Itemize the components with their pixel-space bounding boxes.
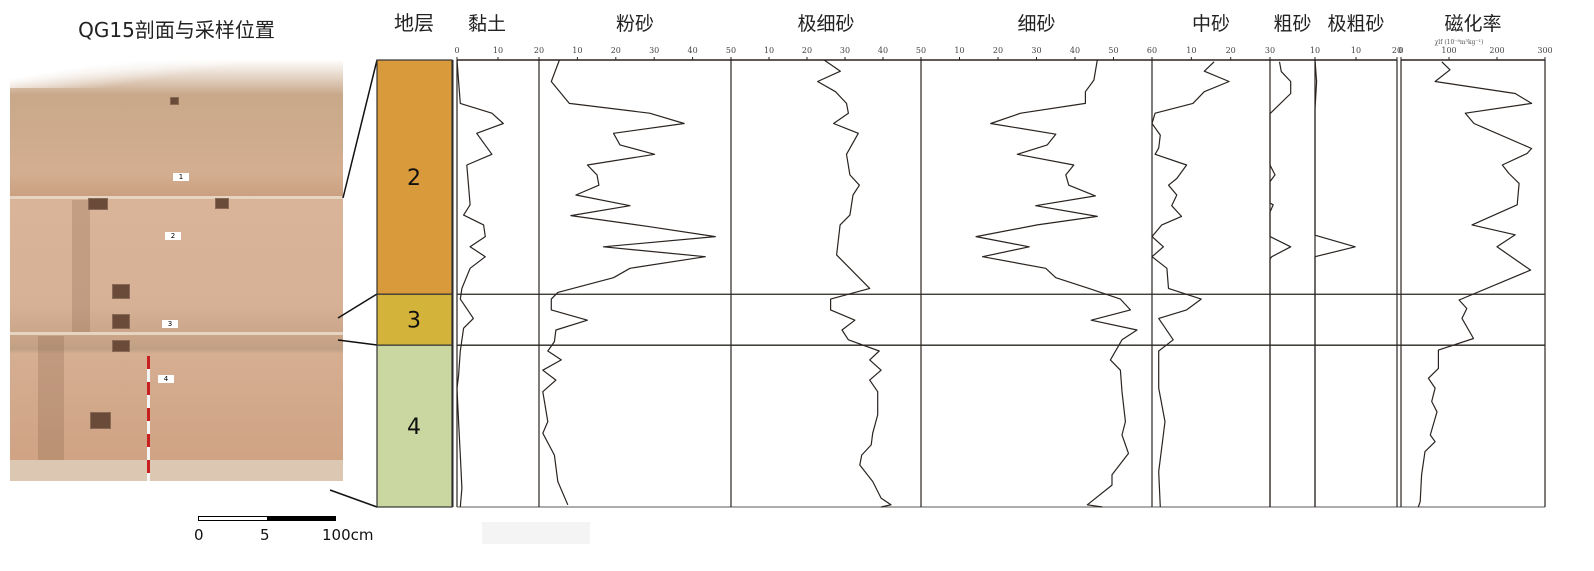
connector-line <box>342 59 378 199</box>
scale-label-100: 100cm <box>322 526 374 544</box>
layer-connectors <box>329 59 378 508</box>
scale-bar-graphic <box>198 516 336 521</box>
x-tick-label: 200 <box>1489 46 1504 55</box>
panel-header-6: 极粗砂 <box>1327 13 1384 35</box>
series-line-3 <box>975 59 1138 508</box>
sampling-hole <box>90 412 111 429</box>
series-line-0 <box>456 59 504 508</box>
panel-header-2: 极细砂 <box>797 13 854 35</box>
x-tick-label: 10 <box>954 46 964 55</box>
x-tick-label: 40 <box>878 46 888 55</box>
panel-unit-label: χlf (10⁻⁸m³kg⁻¹) <box>1435 39 1484 46</box>
series-line-1 <box>542 59 716 506</box>
x-tick-label: 300 <box>1537 46 1552 55</box>
x-tick-label: 20 <box>534 46 544 55</box>
x-tick-label: 100 <box>1441 46 1456 55</box>
panel-header-7: 磁化率 <box>1444 13 1501 35</box>
x-tick-label: 30 <box>1265 46 1275 55</box>
x-tick-label: 60 <box>1147 46 1157 55</box>
layer-4-label: 4 <box>407 415 421 440</box>
x-tick-label: 30 <box>649 46 659 55</box>
x-tick-label: 10 <box>764 46 774 55</box>
strata-column: 地层 2 3 4 <box>376 11 453 508</box>
series-line-5 <box>1269 61 1292 507</box>
x-tick-label: 10 <box>1351 46 1361 55</box>
x-tick-label: 20 <box>802 46 812 55</box>
sampling-hole <box>112 340 130 352</box>
layer-3-block <box>376 293 453 346</box>
grain-size-panels: 黏土 0 10 20 粉砂 10 20 30 40 50 极细砂 10 20 30 40 50 细砂 10 20 30… <box>452 13 1553 508</box>
x-tick-label: 50 <box>726 46 736 55</box>
panel-header-5: 粗砂 <box>1273 13 1311 35</box>
sampling-hole <box>215 198 229 209</box>
measuring-rod <box>147 356 150 481</box>
x-tick-label: 20 <box>1226 46 1236 55</box>
sky-area <box>10 42 343 88</box>
sample-tag-3: 3 <box>162 320 178 328</box>
x-tick-label: 10 <box>493 46 503 55</box>
blank-patch <box>482 522 590 544</box>
series-line-7 <box>1417 61 1533 508</box>
connector-line <box>337 293 378 319</box>
scale-label-0: 0 <box>194 526 204 544</box>
terrace-edge <box>10 196 343 199</box>
x-tick-label: 20 <box>993 46 1003 55</box>
x-tick-label: 10 <box>572 46 582 55</box>
x-tick-label: 40 <box>688 46 698 55</box>
connector-line <box>337 339 378 346</box>
sampling-hole <box>170 97 179 105</box>
x-tick-label: 50 <box>1108 46 1118 55</box>
ground <box>10 460 343 481</box>
x-tick-label: 30 <box>1031 46 1041 55</box>
connector-line <box>329 489 378 508</box>
layer-2-label: 2 <box>407 166 421 191</box>
x-tick-label: 50 <box>916 46 926 55</box>
section-photo: 1 2 3 4 <box>10 42 343 481</box>
sampling-groove <box>38 336 64 460</box>
scale-label-5: 5 <box>260 526 270 544</box>
sampling-hole <box>88 198 108 210</box>
strata-header: 地层 <box>394 11 434 35</box>
x-tick-label: 10 <box>1310 46 1320 55</box>
x-tick-label: 0 <box>454 46 459 55</box>
x-tick-label: 40 <box>1070 46 1080 55</box>
sample-tag-4: 4 <box>158 375 174 383</box>
sample-tag-1: 1 <box>173 173 189 181</box>
x-tick-label: 20 <box>1392 46 1402 55</box>
x-tick-label: 0 <box>1398 46 1403 55</box>
sampling-groove <box>72 200 90 332</box>
sample-tag-2: 2 <box>165 232 181 240</box>
panel-header-4: 中砂 <box>1192 13 1230 35</box>
x-tick-label: 10 <box>1186 46 1196 55</box>
series-line-6 <box>1314 59 1356 507</box>
terrace-edge <box>10 332 343 335</box>
series-line-2 <box>817 59 892 508</box>
layer-2-block <box>376 59 453 295</box>
panel-header-3: 细砂 <box>1017 13 1055 35</box>
layer-4-block <box>376 344 453 508</box>
sampling-hole <box>112 284 130 299</box>
panel-header-1: 粉砂 <box>616 13 654 35</box>
figure-title: QG15剖面与采样位置 <box>78 18 275 42</box>
layer-3-label: 3 <box>407 309 421 334</box>
x-tick-label: 20 <box>611 46 621 55</box>
panel-header-0: 黏土 <box>468 13 506 35</box>
series-line-4 <box>1151 61 1230 508</box>
sampling-hole <box>112 314 130 329</box>
x-tick-label: 30 <box>840 46 850 55</box>
